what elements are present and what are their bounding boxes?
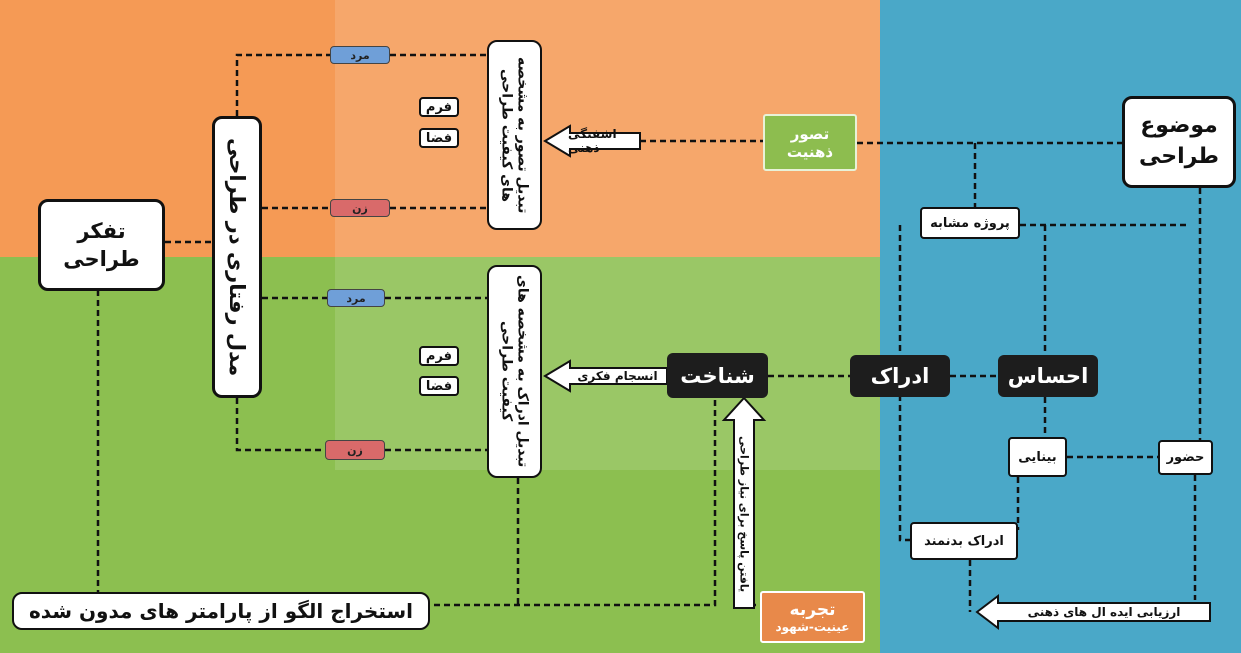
body-perception-box: ادراک بدنمند [910,522,1018,560]
extraction-label: استخراج الگو از پارامتر های مدون شده [28,599,414,623]
design-topic-label: موضوع طراحی [1138,113,1220,169]
confusion-arrow: اشفتگی ذهنی [568,127,617,155]
answer-arrow: یافتن پاسخ برای نیاز طراحی [737,435,751,593]
evaluation-arrow: ارزیابی ایده ال های ذهنی [1027,605,1181,619]
mental-image-line1: تصور [790,124,830,143]
sensation-node: احساس [998,355,1098,397]
men-tag-bottom: مرد [327,289,385,307]
presence-box: حضور [1158,440,1213,475]
upper-transform-label: تبدیل تصور به مشخصه های کیفیت طراحی [498,56,531,214]
visual-box: بینایی [1008,437,1067,477]
behavior-model-label: مدل رفتاری در طراحی [225,137,249,377]
form-label-top: فرم [419,97,459,117]
perception-node: ادراک [850,355,950,397]
mental-image-line2: ذهنیت [786,142,834,161]
space-label-top: فضا [419,128,459,148]
cognition-node: شناخت [667,353,768,398]
experience-line1: تجربه [789,600,836,620]
women-tag-top: زن [330,199,390,217]
form-label-bottom: فرم [419,346,459,366]
design-thinking-label: تفکر طراحی [63,218,140,271]
behavior-model-box: مدل رفتاری در طراحی [212,116,262,398]
design-topic-box: موضوع طراحی [1122,96,1236,188]
similar-project-box: پروژه مشابه [920,207,1020,239]
men-tag-top: مرد [330,46,390,64]
upper-transform-box: تبدیل تصور به مشخصه های کیفیت طراحی [487,40,542,230]
space-label-bottom: فضا [419,376,459,396]
women-tag-bottom: زن [325,440,385,460]
design-thinking-box: تفکر طراحی [38,199,165,291]
mental-image-box: تصور ذهنیت [763,114,857,171]
experience-box: تجربه عینیت-شهود [760,591,865,643]
lower-transform-box: تبدیل ادراک به مشخصه های کیفیت طراحی [487,265,542,478]
lower-transform-label: تبدیل ادراک به مشخصه های کیفیت طراحی [498,275,531,468]
coherence-arrow: انسجام فکری [577,369,658,383]
extraction-box: استخراج الگو از پارامتر های مدون شده [12,592,430,630]
experience-line2: عینیت-شهود [775,620,850,634]
